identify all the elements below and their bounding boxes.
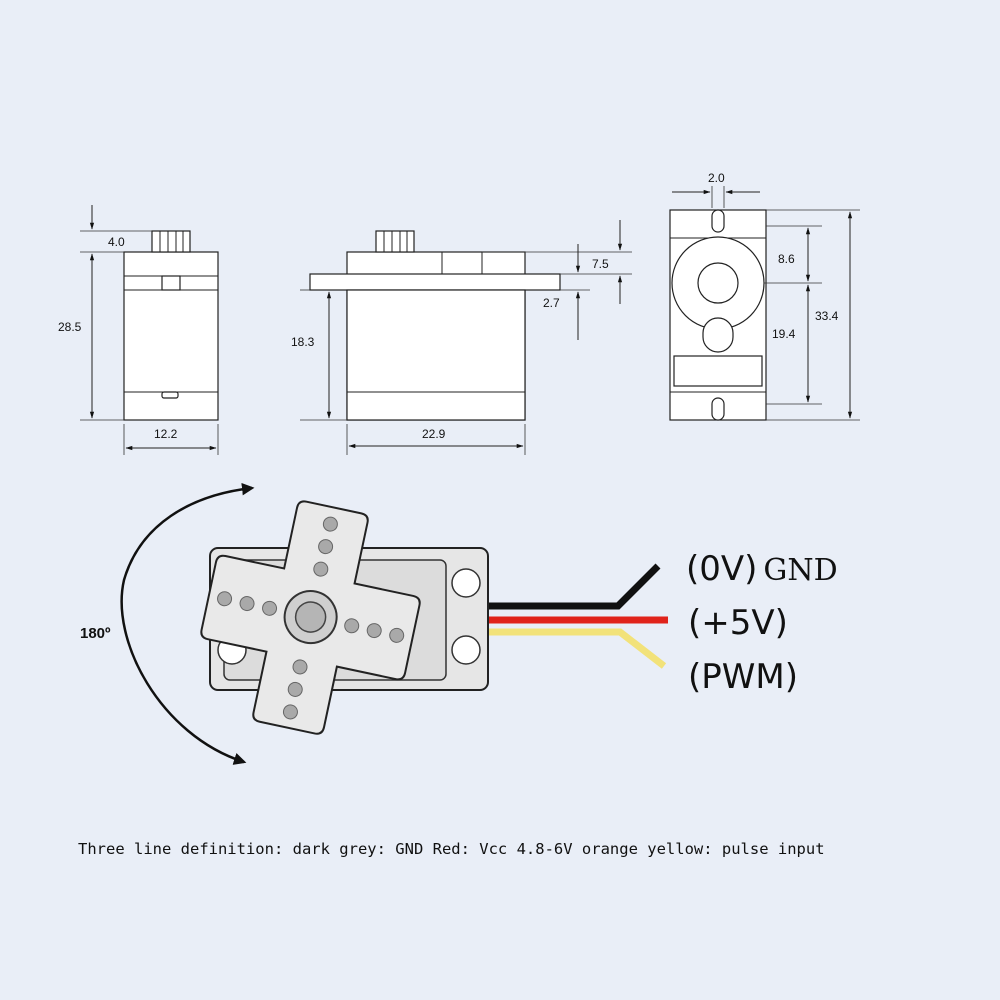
- angle-label: 180º: [80, 625, 111, 642]
- dim-shaft-height: 4.0: [108, 235, 125, 249]
- mount-hole-bottom-right: [451, 635, 481, 665]
- dim-slot-width: 2.0: [708, 171, 725, 185]
- dim-width: 12.2: [154, 427, 178, 441]
- wire-label-vcc: (+5V): [688, 603, 788, 643]
- cross-horn: [200, 500, 421, 735]
- dim-body-height: 28.5: [58, 320, 82, 334]
- mount-hole-top-right: [451, 568, 481, 598]
- wire-definition-caption: Three line definition: dark grey: GND Re…: [78, 840, 825, 858]
- wire-label-gnd: (0V)GND: [686, 549, 838, 589]
- top-view: 2.0 8.6 19.4 33.4: [669, 171, 860, 421]
- rotation-arrow: 180º: [80, 482, 255, 765]
- dim-shaft-to-bottom: 19.4: [772, 327, 796, 341]
- dim-lower-body-height: 18.3: [291, 335, 315, 349]
- wire-label-signal: (PWM): [688, 657, 798, 697]
- front-view: 18.3 22.9 7.5 2.7: [291, 220, 632, 455]
- side-view: 4.0 28.5 12.2: [58, 205, 219, 455]
- wire-signal: [486, 628, 667, 669]
- dim-flange-thickness: 2.7: [543, 296, 560, 310]
- dim-total-height: 33.4: [815, 309, 839, 323]
- dim-length: 22.9: [422, 427, 446, 441]
- wire-labels: (0V)GND (+5V) (PWM): [686, 549, 838, 697]
- dim-mount-top-offset: 7.5: [592, 257, 609, 271]
- wire-bundle: [486, 563, 668, 669]
- dim-shaft-to-top: 8.6: [778, 252, 795, 266]
- wire-gnd: [486, 563, 661, 610]
